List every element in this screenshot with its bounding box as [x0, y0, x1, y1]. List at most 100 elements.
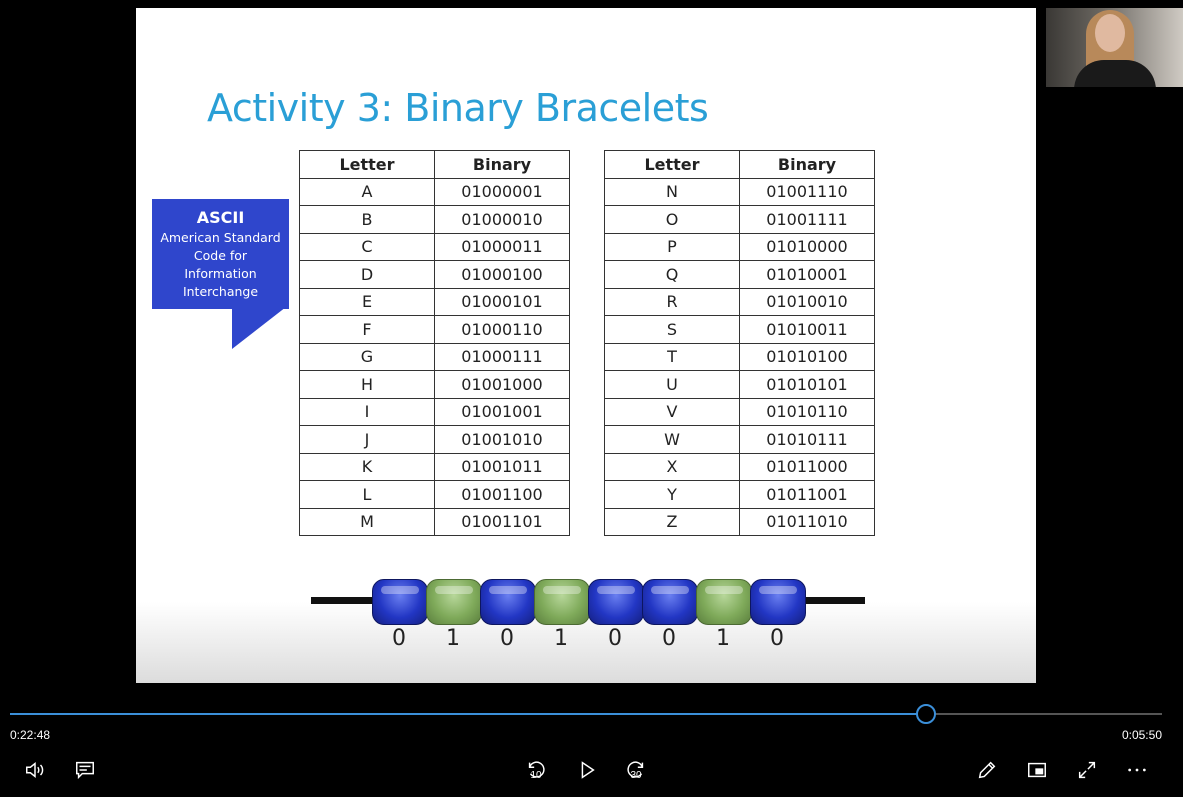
bead: [642, 579, 698, 625]
cell-binary: 01001001: [434, 397, 570, 426]
cell-letter: D: [299, 260, 435, 289]
cell-binary: 01010110: [739, 397, 875, 426]
skip-forward-button[interactable]: 30: [621, 755, 651, 785]
cell-binary: 01010011: [739, 315, 875, 344]
pen-button[interactable]: [972, 755, 1002, 785]
bit-label: 0: [770, 626, 784, 651]
cell-letter: E: [299, 287, 435, 316]
bit-label: 1: [554, 626, 568, 651]
seek-bar[interactable]: [10, 704, 1162, 724]
cell-binary: 01010000: [739, 232, 875, 261]
cell-binary: 01000011: [434, 232, 570, 261]
callout-line: Information: [184, 266, 257, 281]
callout-line: Code for: [193, 248, 248, 263]
cell-binary: 01000110: [434, 315, 570, 344]
captions-button[interactable]: [70, 755, 100, 785]
slide: Activity 3: Binary Bracelets ASCII Ameri…: [136, 8, 1036, 683]
cell-binary: 01010101: [739, 370, 875, 399]
callout-title: ASCII: [196, 208, 245, 227]
skip-forward-icon: [627, 761, 644, 778]
cell-binary: 01000001: [434, 177, 570, 206]
callout-tail: [232, 307, 286, 349]
skip-back-icon: [528, 761, 545, 778]
header-letter: Letter: [604, 150, 740, 179]
callout-line: American Standard: [160, 230, 281, 245]
more-button[interactable]: [1122, 755, 1152, 785]
volume-icon: [26, 762, 44, 778]
cell-binary: 01011000: [739, 452, 875, 481]
header-binary: Binary: [739, 150, 875, 179]
bead: [696, 579, 752, 625]
bead: [372, 579, 428, 625]
presenter-shoulders: [1074, 60, 1156, 87]
fullscreen-button[interactable]: [1072, 755, 1102, 785]
cell-letter: S: [604, 315, 740, 344]
cell-binary: 01010111: [739, 425, 875, 454]
skip-forward-label: 30: [630, 770, 642, 781]
seek-thumb[interactable]: [915, 704, 936, 724]
bead: [750, 579, 806, 625]
cell-binary: 01011001: [739, 480, 875, 509]
cell-letter: X: [604, 452, 740, 481]
elapsed-time: 0:22:48: [10, 728, 51, 742]
bead: [426, 579, 482, 625]
cell-letter: W: [604, 425, 740, 454]
skip-back-button[interactable]: 10: [521, 755, 551, 785]
bit-label: 1: [446, 626, 460, 651]
cell-binary: 01001110: [739, 177, 875, 206]
cell-binary: 01001111: [739, 205, 875, 234]
header-binary: Binary: [434, 150, 570, 179]
cell-letter: Y: [604, 480, 740, 509]
cell-letter: M: [299, 507, 435, 536]
cell-binary: 01001100: [434, 480, 570, 509]
cell-letter: R: [604, 287, 740, 316]
cell-binary: 01001101: [434, 507, 570, 536]
header-letter: Letter: [299, 150, 435, 179]
bit-label: 0: [608, 626, 622, 651]
cell-binary: 01001000: [434, 370, 570, 399]
more-icon: [1128, 768, 1146, 772]
bit-label: 0: [392, 626, 406, 651]
cell-letter: F: [299, 315, 435, 344]
cell-letter: P: [604, 232, 740, 261]
play-button[interactable]: [572, 755, 602, 785]
volume-button[interactable]: [20, 755, 50, 785]
cell-binary: 01010100: [739, 342, 875, 371]
cell-letter: N: [604, 177, 740, 206]
cell-binary: 01010001: [739, 260, 875, 289]
cell-letter: L: [299, 480, 435, 509]
cell-binary: 01000101: [434, 287, 570, 316]
cell-letter: O: [604, 205, 740, 234]
bit-label: 0: [662, 626, 676, 651]
cell-letter: J: [299, 425, 435, 454]
bit-label: 1: [716, 626, 730, 651]
seek-bar-fill: [10, 713, 926, 715]
slide-title: Activity 3: Binary Bracelets: [207, 86, 709, 130]
bead: [534, 579, 590, 625]
cell-binary: 01001011: [434, 452, 570, 481]
cell-letter: K: [299, 452, 435, 481]
cell-letter: A: [299, 177, 435, 206]
miniplayer-button[interactable]: [1022, 755, 1052, 785]
